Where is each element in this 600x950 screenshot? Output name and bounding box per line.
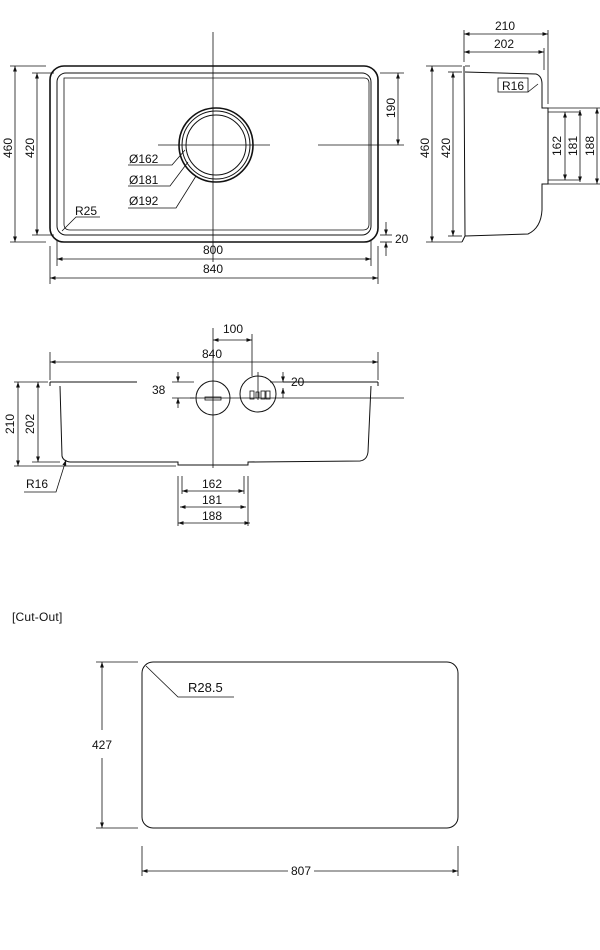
front-view: 100 840 38 20 210 202 R16	[3, 322, 404, 526]
label-side-460: 460	[418, 138, 432, 158]
side-view: R16 210 202 460 420 162 181 188	[418, 19, 600, 243]
label-420: 420	[23, 138, 37, 158]
label-front-20: 20	[291, 375, 305, 389]
label-d162: Ø162	[129, 152, 159, 166]
label-side-210: 210	[495, 19, 515, 33]
label-front-162: 162	[202, 477, 222, 491]
leader-181	[128, 161, 189, 187]
label-front-r16: R16	[26, 477, 48, 491]
cutout-rectangle	[141, 661, 459, 829]
leader-front-r16	[24, 459, 67, 493]
leader-192	[128, 175, 197, 209]
label-front-840: 840	[202, 347, 222, 361]
sink-bowl-edge	[63, 77, 370, 231]
label-d192: Ø192	[129, 194, 159, 208]
label-100: 100	[223, 322, 243, 336]
r16-box	[497, 77, 529, 93]
label-807: 807	[291, 864, 311, 878]
label-side-r16: R16	[502, 79, 524, 93]
leader-r25	[61, 216, 100, 232]
label-front-188: 188	[202, 509, 222, 523]
leader-r28-5	[145, 665, 234, 698]
sink-inner-rim	[56, 72, 372, 236]
label-r28-5: R28.5	[188, 680, 223, 695]
label-38: 38	[152, 383, 166, 397]
label-d181: Ø181	[129, 173, 159, 187]
cutout-view: R28.5 427 807	[92, 661, 459, 878]
side-profile	[461, 65, 549, 243]
label-side-420: 420	[439, 138, 453, 158]
label-side-162: 162	[550, 136, 564, 156]
label-front-210: 210	[3, 414, 17, 434]
top-view: Ø162 Ø181 Ø192 R25 460 420 800 840 190	[1, 32, 409, 284]
label-190: 190	[384, 98, 398, 118]
label-460: 460	[1, 138, 15, 158]
label-20: 20	[395, 232, 409, 246]
leader-162	[128, 149, 186, 166]
label-800: 800	[203, 243, 223, 257]
label-840: 840	[203, 262, 223, 276]
label-side-202: 202	[494, 37, 514, 51]
sink-outer-rim	[49, 65, 379, 243]
label-side-181: 181	[566, 136, 580, 156]
label-side-188: 188	[583, 136, 597, 156]
label-r25: R25	[75, 204, 97, 218]
cutout-title: [Cut-Out]	[12, 610, 63, 624]
label-front-202: 202	[23, 414, 37, 434]
label-427: 427	[92, 738, 112, 752]
label-front-181: 181	[202, 493, 222, 507]
